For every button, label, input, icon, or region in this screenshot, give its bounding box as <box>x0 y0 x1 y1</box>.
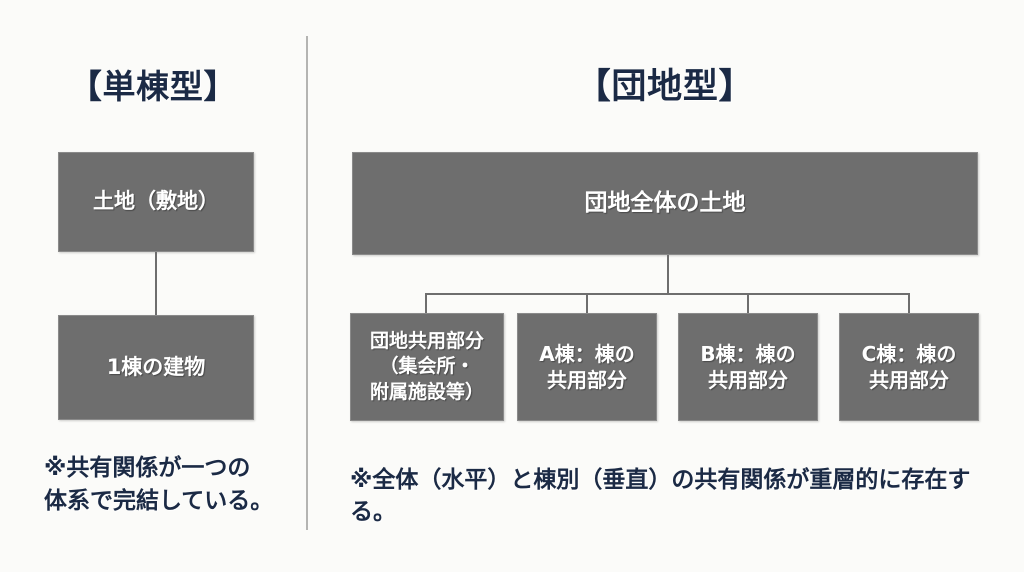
node-estate-common-area: 団地共用部分 （集会所・ 附属施設等） <box>350 313 504 421</box>
right-panel-title: 【団地型】 <box>575 67 755 107</box>
node-building-b-common: B棟：棟の 共用部分 <box>678 313 818 421</box>
connector-bus <box>425 293 909 295</box>
connector-drop-common <box>425 293 427 314</box>
node-building-c-common: C棟：棟の 共用部分 <box>839 313 979 421</box>
node-land: 土地（敷地） <box>58 152 254 252</box>
right-panel-note: ※全体（水平）と棟別（垂直）の共有関係が重層的に存在する。 <box>350 467 971 526</box>
left-panel-title: 【単棟型】 <box>68 67 238 106</box>
panel-divider <box>306 36 308 530</box>
connector-stem <box>667 255 669 294</box>
node-building: 1棟の建物 <box>58 315 254 420</box>
connector-drop-building-b <box>747 293 749 314</box>
left-panel-note: ※共有関係が一つの 体系で完結している。 <box>44 455 274 514</box>
connector-land-to-building <box>155 252 157 315</box>
node-estate-land: 団地全体の土地 <box>352 152 978 255</box>
connector-drop-building-a <box>586 293 588 314</box>
connector-drop-building-c <box>908 293 910 314</box>
node-building-a-common: A棟：棟の 共用部分 <box>517 313 657 421</box>
